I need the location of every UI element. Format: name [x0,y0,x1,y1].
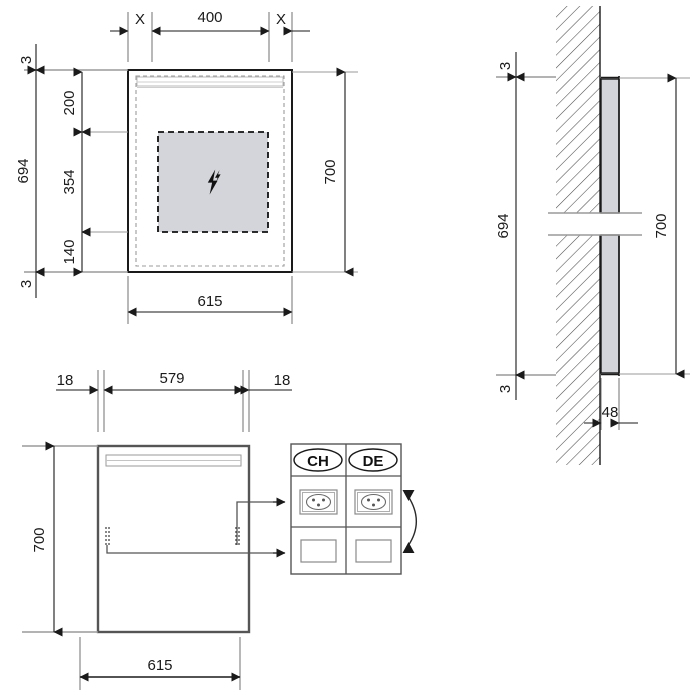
section-view-cabinet-body [600,76,620,376]
lightning-bolt-icon [207,169,221,195]
rear-dim-18-left: 18 [57,372,74,389]
rear-view-leader-lines [106,497,286,558]
section-view-right-dimension: 700 [619,73,690,379]
rear-dim-579: 579 [159,370,184,387]
section-view-bottom-dimension: 48 [584,378,638,430]
section-view: 3 694 3 700 48 [495,6,690,465]
front-view: X 400 X 3 694 [15,9,358,324]
socket-column-label-de: DE [363,453,384,470]
front-dim-3-bottom: 3 [18,280,35,288]
section-view-left-dimension: 3 694 3 [495,52,556,400]
socket-table-header-de: DE [348,448,398,472]
double-curved-arrow-icon [402,490,417,553]
section-dim-48: 48 [602,404,619,421]
front-view-led-strip [136,76,284,88]
rear-view-top-dimension: 18 579 18 [56,370,292,395]
front-view-inner-dashed-outline [135,75,285,267]
front-view-bottom-dimension: 615 [127,276,293,324]
rear-view-left-dimension: 700 [22,441,98,637]
front-dim-140: 140 [61,239,78,264]
front-dim-694: 694 [15,158,32,183]
front-dim-354: 354 [61,169,78,194]
front-dim-x-left: X [135,11,145,28]
rear-view-cabinet-outline [96,444,251,634]
front-dim-3-top: 3 [18,56,35,64]
front-dim-200: 200 [61,90,78,115]
section-dim-694: 694 [495,213,512,238]
front-view-right-dimension: 700 [292,67,358,277]
section-dim-700: 700 [653,213,670,238]
blank-plate-icon-de [355,539,392,563]
socket-variant-table: CH DE [290,443,417,575]
section-dim-3-bottom: 3 [497,385,514,393]
front-view-top-extension-lines [127,12,293,62]
front-dim-615: 615 [197,293,222,310]
rear-view: 18 579 18 700 [22,370,292,690]
front-view-left-outer-dimension: 3 694 3 [15,44,128,298]
socket-column-label-ch: CH [307,453,329,470]
rear-dim-18-right: 18 [274,372,291,389]
front-dim-x-right: X [276,11,286,28]
rear-view-top-extension-lines [97,370,250,432]
front-dim-400: 400 [197,9,222,26]
section-view-break-lines [548,212,642,236]
rear-view-led-strip [105,454,242,467]
socket-outlet-icon-de [354,489,393,515]
rear-view-cable-marks [105,527,240,545]
socket-outlet-icon-ch [299,489,338,515]
socket-table-header-ch: CH [293,448,343,472]
rear-dim-615: 615 [147,657,172,674]
front-view-left-inner-dimension: 200 354 140 [61,67,128,277]
front-view-top-dimension: X 400 X [110,9,310,36]
rear-view-bottom-dimension: 615 [79,637,241,690]
rear-dim-700: 700 [31,527,48,552]
blank-plate-icon-ch [300,539,337,563]
section-dim-3-top: 3 [497,62,514,70]
front-dim-700: 700 [322,159,339,184]
